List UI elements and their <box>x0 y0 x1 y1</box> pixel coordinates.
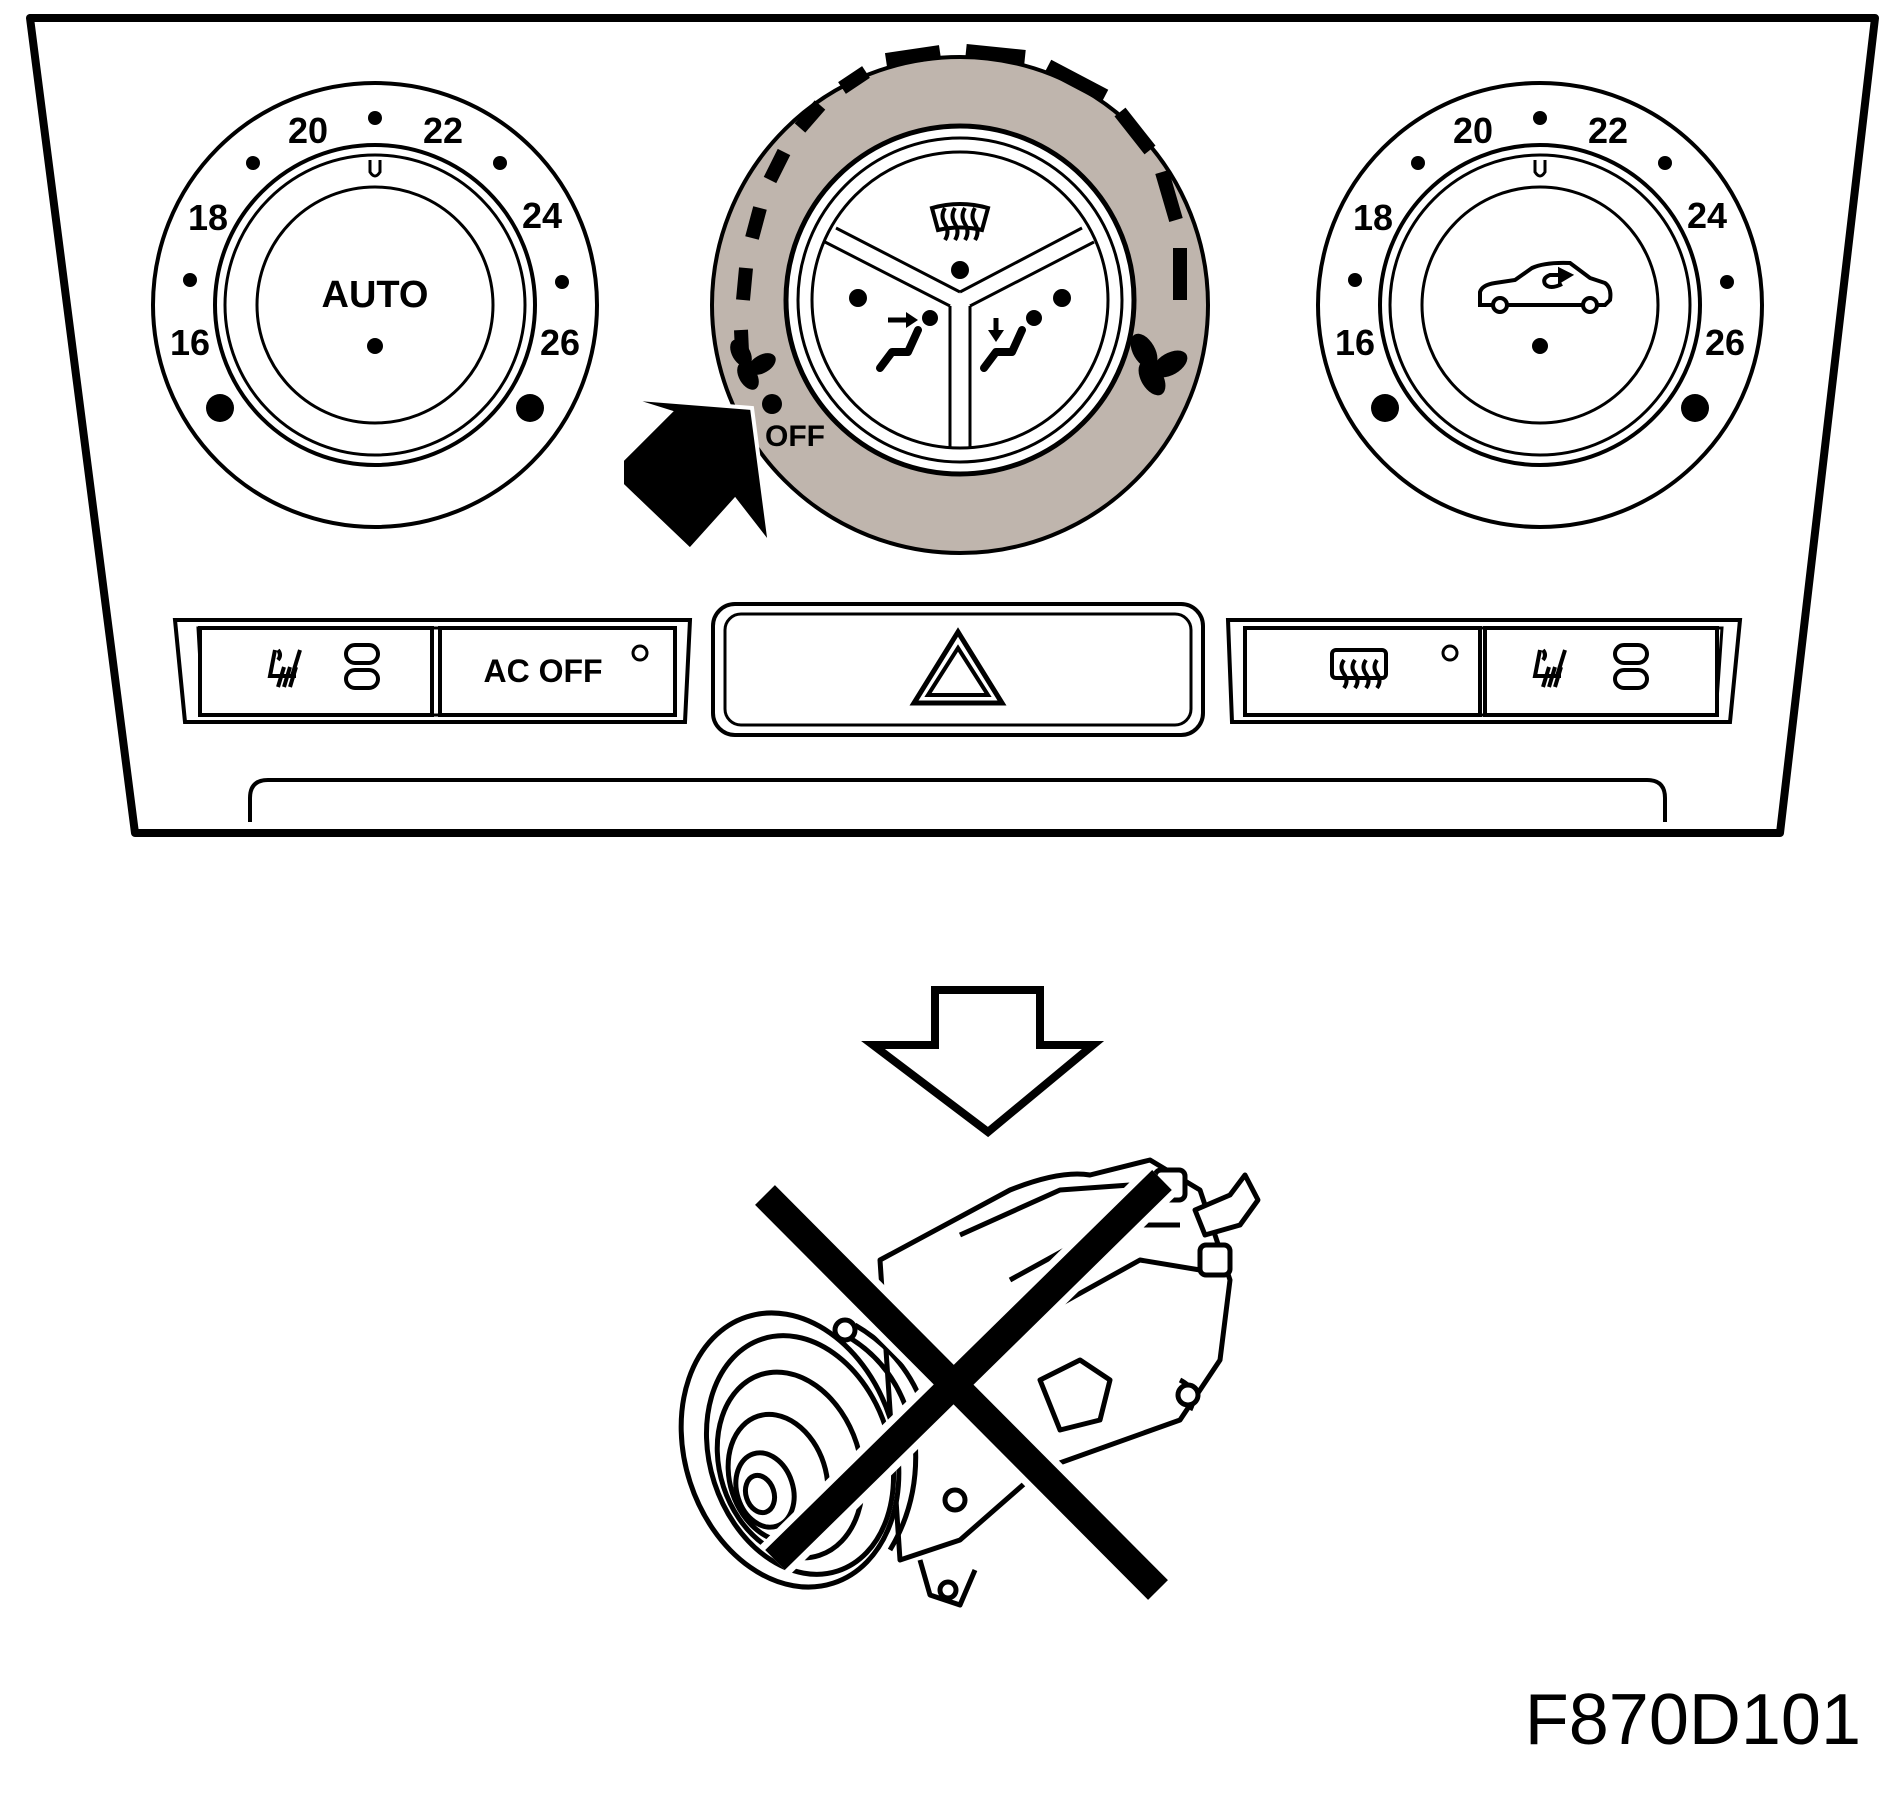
rear-defrost-button[interactable] <box>1243 626 1482 717</box>
rear-defrost-indicator-led <box>1441 644 1459 662</box>
fan-distribution-dial[interactable]: OFF <box>710 44 1210 555</box>
right-temp-16: 16 <box>1335 322 1375 363</box>
pointer-arrow <box>620 396 773 553</box>
seat-heater-icon <box>267 648 302 688</box>
fan-high-icon <box>1130 333 1188 396</box>
right-temp-24: 24 <box>1687 195 1727 236</box>
floor-vent-icon <box>980 310 1042 372</box>
rear-window-defrost-icon <box>1330 648 1388 690</box>
right-temperature-dial[interactable]: 16 18 20 22 24 26 <box>1316 81 1764 529</box>
right-button-group <box>1225 618 1743 724</box>
left-temp-20: 20 <box>288 110 328 151</box>
face-vent-icon <box>876 310 938 372</box>
ac-off-button[interactable]: AC OFF <box>438 626 677 717</box>
left-temp-16: 16 <box>170 322 210 363</box>
left-seat-heater-button[interactable] <box>198 626 434 717</box>
right-temp-22: 22 <box>1588 110 1628 151</box>
compressor-crossed-out <box>678 1157 1261 1608</box>
hazard-button[interactable] <box>711 602 1205 737</box>
fan-low-icon <box>730 339 776 390</box>
recirculation-car-icon <box>1478 260 1613 314</box>
ac-off-indicator-led <box>631 644 649 662</box>
off-label: OFF <box>765 420 825 453</box>
left-temp-26: 26 <box>540 322 580 363</box>
left-button-group: AC OFF <box>172 618 693 724</box>
right-seat-heater-button[interactable] <box>1483 626 1719 717</box>
left-temperature-dial[interactable]: 16 18 20 22 24 26 AUTO <box>151 81 599 529</box>
windshield-defrost-icon <box>929 202 991 242</box>
seat-heater-level-indicator <box>1613 643 1649 690</box>
auto-label: AUTO <box>322 274 429 316</box>
down-arrow-outline <box>861 986 1105 1138</box>
hazard-triangle-icon <box>909 627 1007 706</box>
figure-code: F870D101 <box>1524 1680 1861 1760</box>
right-temp-26: 26 <box>1705 322 1745 363</box>
fan-speed-scale <box>734 44 1187 353</box>
compressor-icon <box>678 1157 1261 1608</box>
left-temp-24: 24 <box>522 195 562 236</box>
seat-heater-icon <box>1532 648 1567 688</box>
ac-off-label: AC OFF <box>483 653 602 689</box>
right-temp-18: 18 <box>1353 197 1393 238</box>
right-temp-20: 20 <box>1453 110 1493 151</box>
cross-out-x <box>750 1165 1177 1605</box>
seat-heater-level-indicator <box>344 643 380 690</box>
left-temp-18: 18 <box>188 197 228 238</box>
left-temp-22: 22 <box>423 110 463 151</box>
